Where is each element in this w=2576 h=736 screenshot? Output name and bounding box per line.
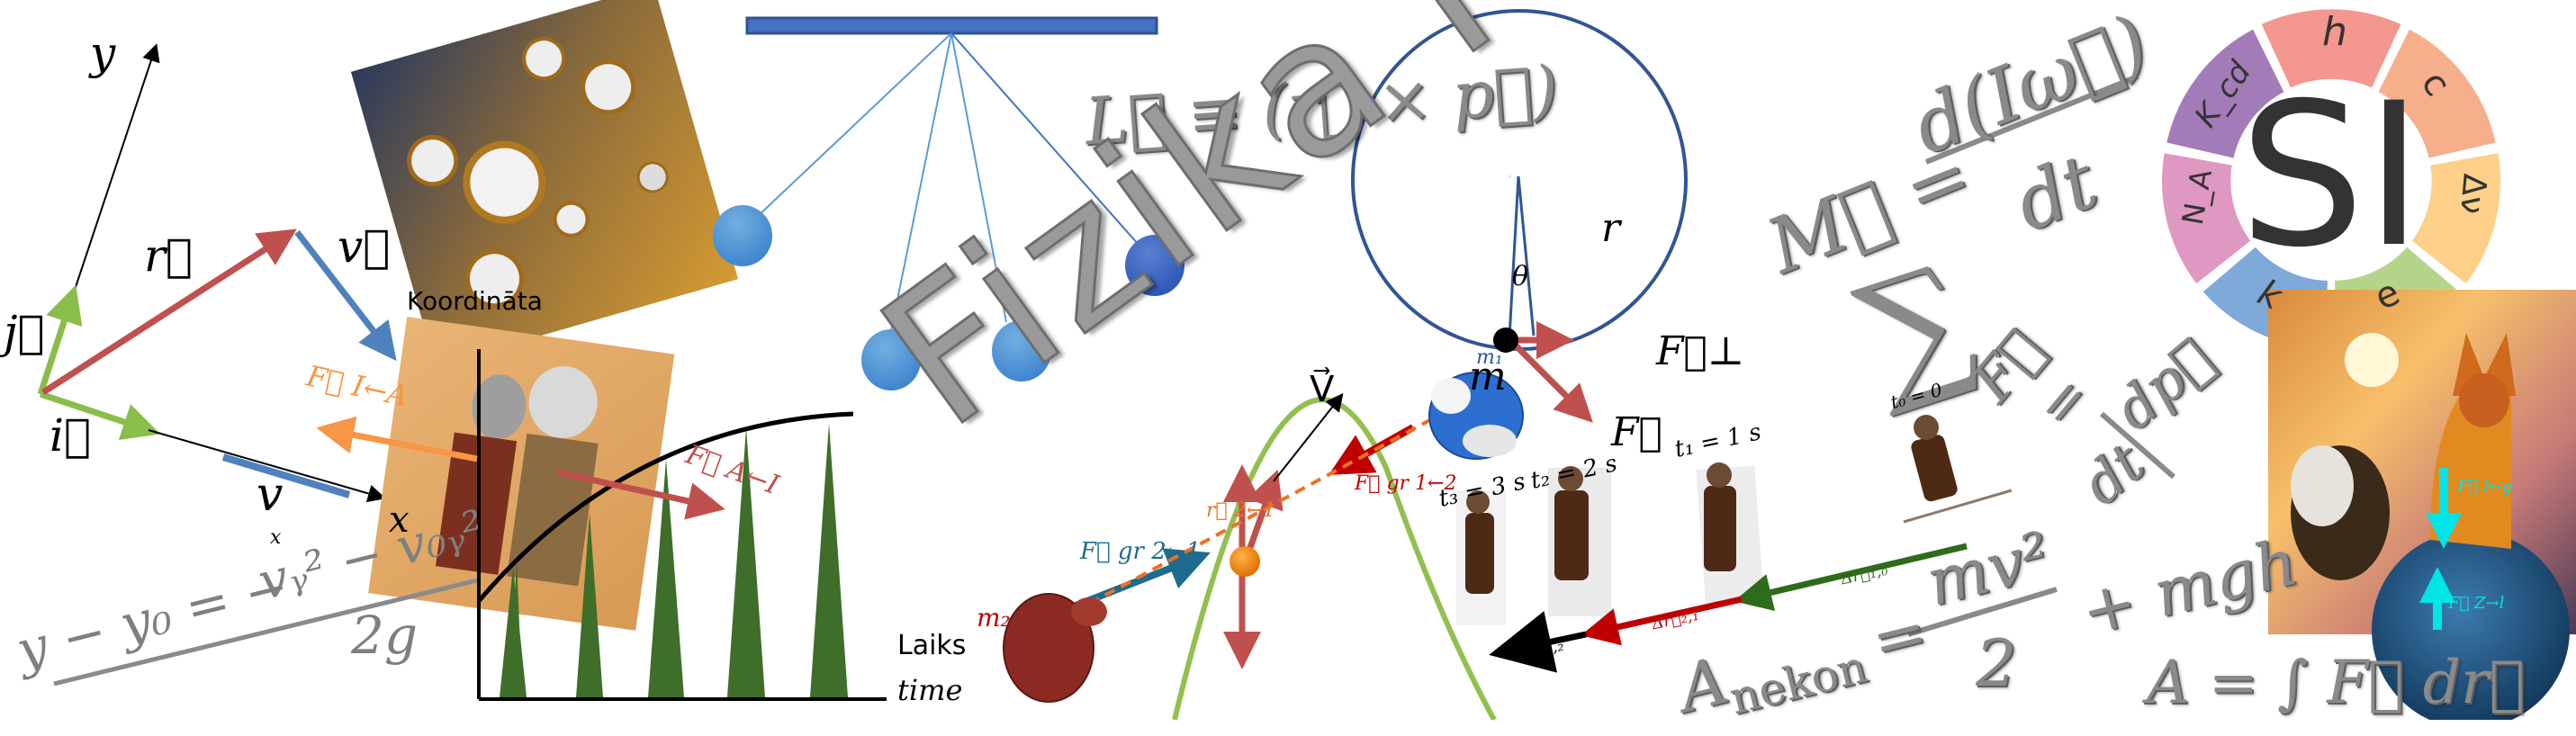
force-i-on-a-arrow <box>316 416 478 462</box>
red-bull <box>1003 593 1094 703</box>
mass-1-label: m₁ <box>1476 346 1503 369</box>
si-segment-dnu <box>2407 148 2504 289</box>
trees <box>500 423 848 697</box>
pendulum-ball-4 <box>1125 235 1184 296</box>
velocity-vector-label: v⃗ <box>338 220 391 273</box>
si-constants-wheel <box>2158 5 2504 354</box>
newton-walking-diagram <box>1456 415 2013 673</box>
force-arrow <box>1509 339 1593 423</box>
chart-y-label: Koordināta <box>407 286 543 316</box>
coordinate-curve <box>477 411 854 603</box>
energy-fraction-bar <box>1907 587 2058 637</box>
y-axis-label: y <box>90 27 116 79</box>
mass-2-label: m₂ <box>977 603 1011 633</box>
unit-i-label: i⃗ <box>50 409 91 462</box>
coordinate-time-chart <box>477 349 887 701</box>
separation-vector-label: r⃗ 2←1 <box>1206 499 1276 522</box>
velocity-vector <box>294 229 397 362</box>
orange-ball <box>1229 546 1260 577</box>
si-segment-na <box>2158 148 2256 289</box>
tangent-arrow <box>1243 469 1283 560</box>
velocity-x-subscript: x <box>270 526 282 549</box>
radius-label: r <box>1601 205 1621 251</box>
trajectory-formula-denominator: 2g <box>351 605 419 666</box>
melting-clocks-painting <box>350 0 739 366</box>
si-label-h: h <box>2322 9 2347 55</box>
energy-denominator: 2 <box>1976 625 2017 701</box>
ground-line <box>1903 489 2013 524</box>
position-vector <box>41 229 297 395</box>
gravity-force-on-1-label: F⃗ gr 1←2 <box>1355 472 1457 495</box>
si-segment-kcd <box>2162 24 2289 163</box>
chart-x-label-en: time <box>897 673 963 707</box>
displacement-3-2-arrow <box>1489 611 1587 673</box>
kinematics-diagram <box>37 43 397 503</box>
fox-normal-label: F⃗ Z→l <box>2448 594 2505 613</box>
unit-i-vector <box>39 390 161 441</box>
velocity-label: V⃗ <box>1310 369 1335 410</box>
separation-vector <box>1057 403 1459 623</box>
gravitation-diagram <box>1003 372 1524 720</box>
angle-label: θ <box>1512 261 1529 292</box>
si-label-dnu: Δν <box>2453 172 2493 216</box>
perpendicular-force-label: F⃗⊥ <box>1656 328 1745 374</box>
displacement-1-0-arrow <box>1734 543 1968 611</box>
position-vector-label: r⃗ <box>144 229 193 282</box>
si-center-label: SI <box>2238 60 2424 291</box>
x-axis <box>148 429 386 503</box>
torque-fraction-bar <box>1924 74 2139 165</box>
displacement-2-1-arrow <box>1581 596 1743 646</box>
newton-fraction-bar <box>2100 411 2175 480</box>
diagram-canvas <box>37 0 2576 720</box>
radius-line-2 <box>1517 175 1536 337</box>
velocity-x-label: v <box>257 468 284 522</box>
x-axis-label: x <box>389 499 410 541</box>
pendulum-bar <box>745 16 1158 35</box>
mass-point <box>1493 328 1518 353</box>
gravity-force-on-2-label: F⃗ gr 2←1 <box>1080 538 1202 565</box>
pendulum-ball-2 <box>861 329 921 390</box>
force-a-on-i-arrow <box>557 469 725 520</box>
chart-x-label-lv: Laiks <box>897 630 967 661</box>
parabola <box>1172 397 1497 720</box>
y-axis <box>74 43 160 291</box>
pendulum-ball-1 <box>713 205 772 266</box>
force-label: F⃗ <box>1611 409 1662 455</box>
work-formula: A = ∫ F⃗ dr⃗ <box>2147 648 2526 717</box>
fox-on-earth-picture <box>2268 290 2576 720</box>
pendulum-cradle <box>713 16 1184 390</box>
fox-gravity-label: F⃗ l←g <box>2457 477 2513 496</box>
pendulum-ball-3 <box>992 320 1051 381</box>
radius-line-1 <box>1508 175 1520 338</box>
trajectory-fraction-bar <box>53 578 478 687</box>
velocity-arrow <box>1273 392 1344 482</box>
si-segment-c <box>2373 24 2500 163</box>
si-segment-h <box>2256 5 2406 93</box>
newton-einstein-picture <box>368 316 675 631</box>
unit-j-vector <box>37 284 83 396</box>
unit-j-label: j⃗ <box>4 306 45 358</box>
mass-label: m <box>1469 354 1507 399</box>
velocity-x-component <box>221 453 351 498</box>
circular-motion-diagram <box>1351 9 1688 423</box>
